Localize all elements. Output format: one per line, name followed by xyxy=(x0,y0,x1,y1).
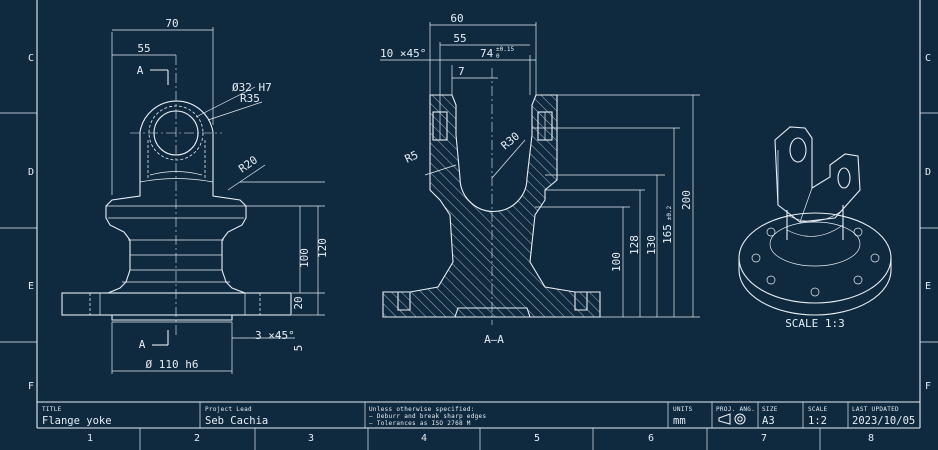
row-label-e-left: E xyxy=(28,281,34,292)
dim-w74: 74 xyxy=(480,47,494,60)
row-label-f-left: F xyxy=(28,381,34,392)
dim-w55: 55 xyxy=(453,32,466,45)
section-marker-a-bottom: A xyxy=(139,338,146,351)
dim-h100: 100 xyxy=(298,248,311,268)
row-label-c-right: C xyxy=(925,53,931,64)
units-caption: UNITS xyxy=(673,406,693,413)
scale-value: 1:2 xyxy=(808,415,827,427)
section-view-dimensions: 60 55 10 ×45° 74 ±0.15 0 7 R5 R30 200 16… xyxy=(380,12,700,318)
dim-chamfer-10x45: 10 ×45° xyxy=(380,47,426,60)
dim-h130: 130 xyxy=(645,235,658,255)
dim-h5: 5 xyxy=(292,345,305,352)
row-label-d-right: D xyxy=(925,167,931,178)
dim-h200: 200 xyxy=(680,190,693,210)
dim-55: 55 xyxy=(137,42,150,55)
dim-h120: 120 xyxy=(316,238,329,258)
project-lead: Seb Cachia xyxy=(205,415,268,427)
dim-w74-tol-low: 0 xyxy=(496,53,500,60)
column-label-7: 7 xyxy=(761,433,767,444)
dim-r5: R5 xyxy=(403,148,421,165)
dim-w60: 60 xyxy=(450,12,463,25)
first-angle-projection-icon xyxy=(718,413,746,425)
section-label: A–A xyxy=(484,333,504,346)
section-marker-a-top: A xyxy=(137,64,144,77)
iso-scale-label: SCALE 1:3 xyxy=(785,317,845,330)
dim-w7: 7 xyxy=(458,65,465,78)
front-view-dimensions: 70 55 A Ø32 H7 R35 R20 120 100 20 3 ×45°… xyxy=(111,17,329,374)
dim-w74-tol: ±0.15 xyxy=(496,46,514,53)
column-label-1: 1 xyxy=(87,433,93,444)
dim-r30: R30 xyxy=(499,130,523,153)
row-label-f-right: F xyxy=(925,381,931,392)
dim-h165: 165 xyxy=(661,224,674,244)
column-label-5: 5 xyxy=(534,433,540,444)
dim-h100: 100 xyxy=(610,252,623,272)
dim-70: 70 xyxy=(165,17,178,30)
scale-caption: SCALE xyxy=(808,406,828,413)
dim-h20: 20 xyxy=(292,296,305,309)
size-caption: SIZE xyxy=(762,406,778,413)
column-label-4: 4 xyxy=(421,433,427,444)
column-label-8: 8 xyxy=(868,433,874,444)
dim-bore: Ø32 H7 xyxy=(232,81,272,94)
dim-r20: R20 xyxy=(236,153,260,175)
front-view xyxy=(61,55,292,335)
row-label-d-left: D xyxy=(28,167,34,178)
dim-r35: R35 xyxy=(240,92,260,105)
dim-h128: 128 xyxy=(628,235,641,255)
row-label-e-right: E xyxy=(925,281,931,292)
column-label-6: 6 xyxy=(648,433,654,444)
projection-caption: PROJ. ANG. xyxy=(716,406,755,413)
units-value: mm xyxy=(673,415,686,427)
title-caption: TITLE xyxy=(42,406,62,413)
dim-base-dia: Ø 110 h6 xyxy=(146,358,199,371)
column-label-2: 2 xyxy=(194,433,200,444)
notes-caption: Unless otherwise specified: xyxy=(369,406,475,413)
note-deburr: – Deburr and break sharp edges xyxy=(369,413,486,420)
last-updated-value: 2023/10/05 xyxy=(852,415,915,427)
title-block: TITLE Flange yoke Project Lead Seb Cachi… xyxy=(37,401,920,428)
row-labels: C D E F C D E F xyxy=(28,53,931,392)
dim-chamfer-3x45: 3 ×45° xyxy=(255,329,295,342)
column-label-3: 3 xyxy=(308,433,314,444)
isometric-view: SCALE 1:3 xyxy=(738,126,892,330)
project-lead-caption: Project Lead xyxy=(205,406,252,413)
note-tolerances: – Tolerances as ISO 2768 M xyxy=(369,420,471,427)
row-label-c-left: C xyxy=(28,53,34,64)
drawing-title: Flange yoke xyxy=(42,415,112,427)
size-value: A3 xyxy=(762,415,775,427)
dim-h165-tol: ±0.2 xyxy=(666,205,673,220)
column-labels: 1 2 3 4 5 6 7 8 xyxy=(87,433,874,444)
section-view: A–A xyxy=(382,68,601,346)
last-updated-caption: LAST UPDATED xyxy=(852,406,899,413)
